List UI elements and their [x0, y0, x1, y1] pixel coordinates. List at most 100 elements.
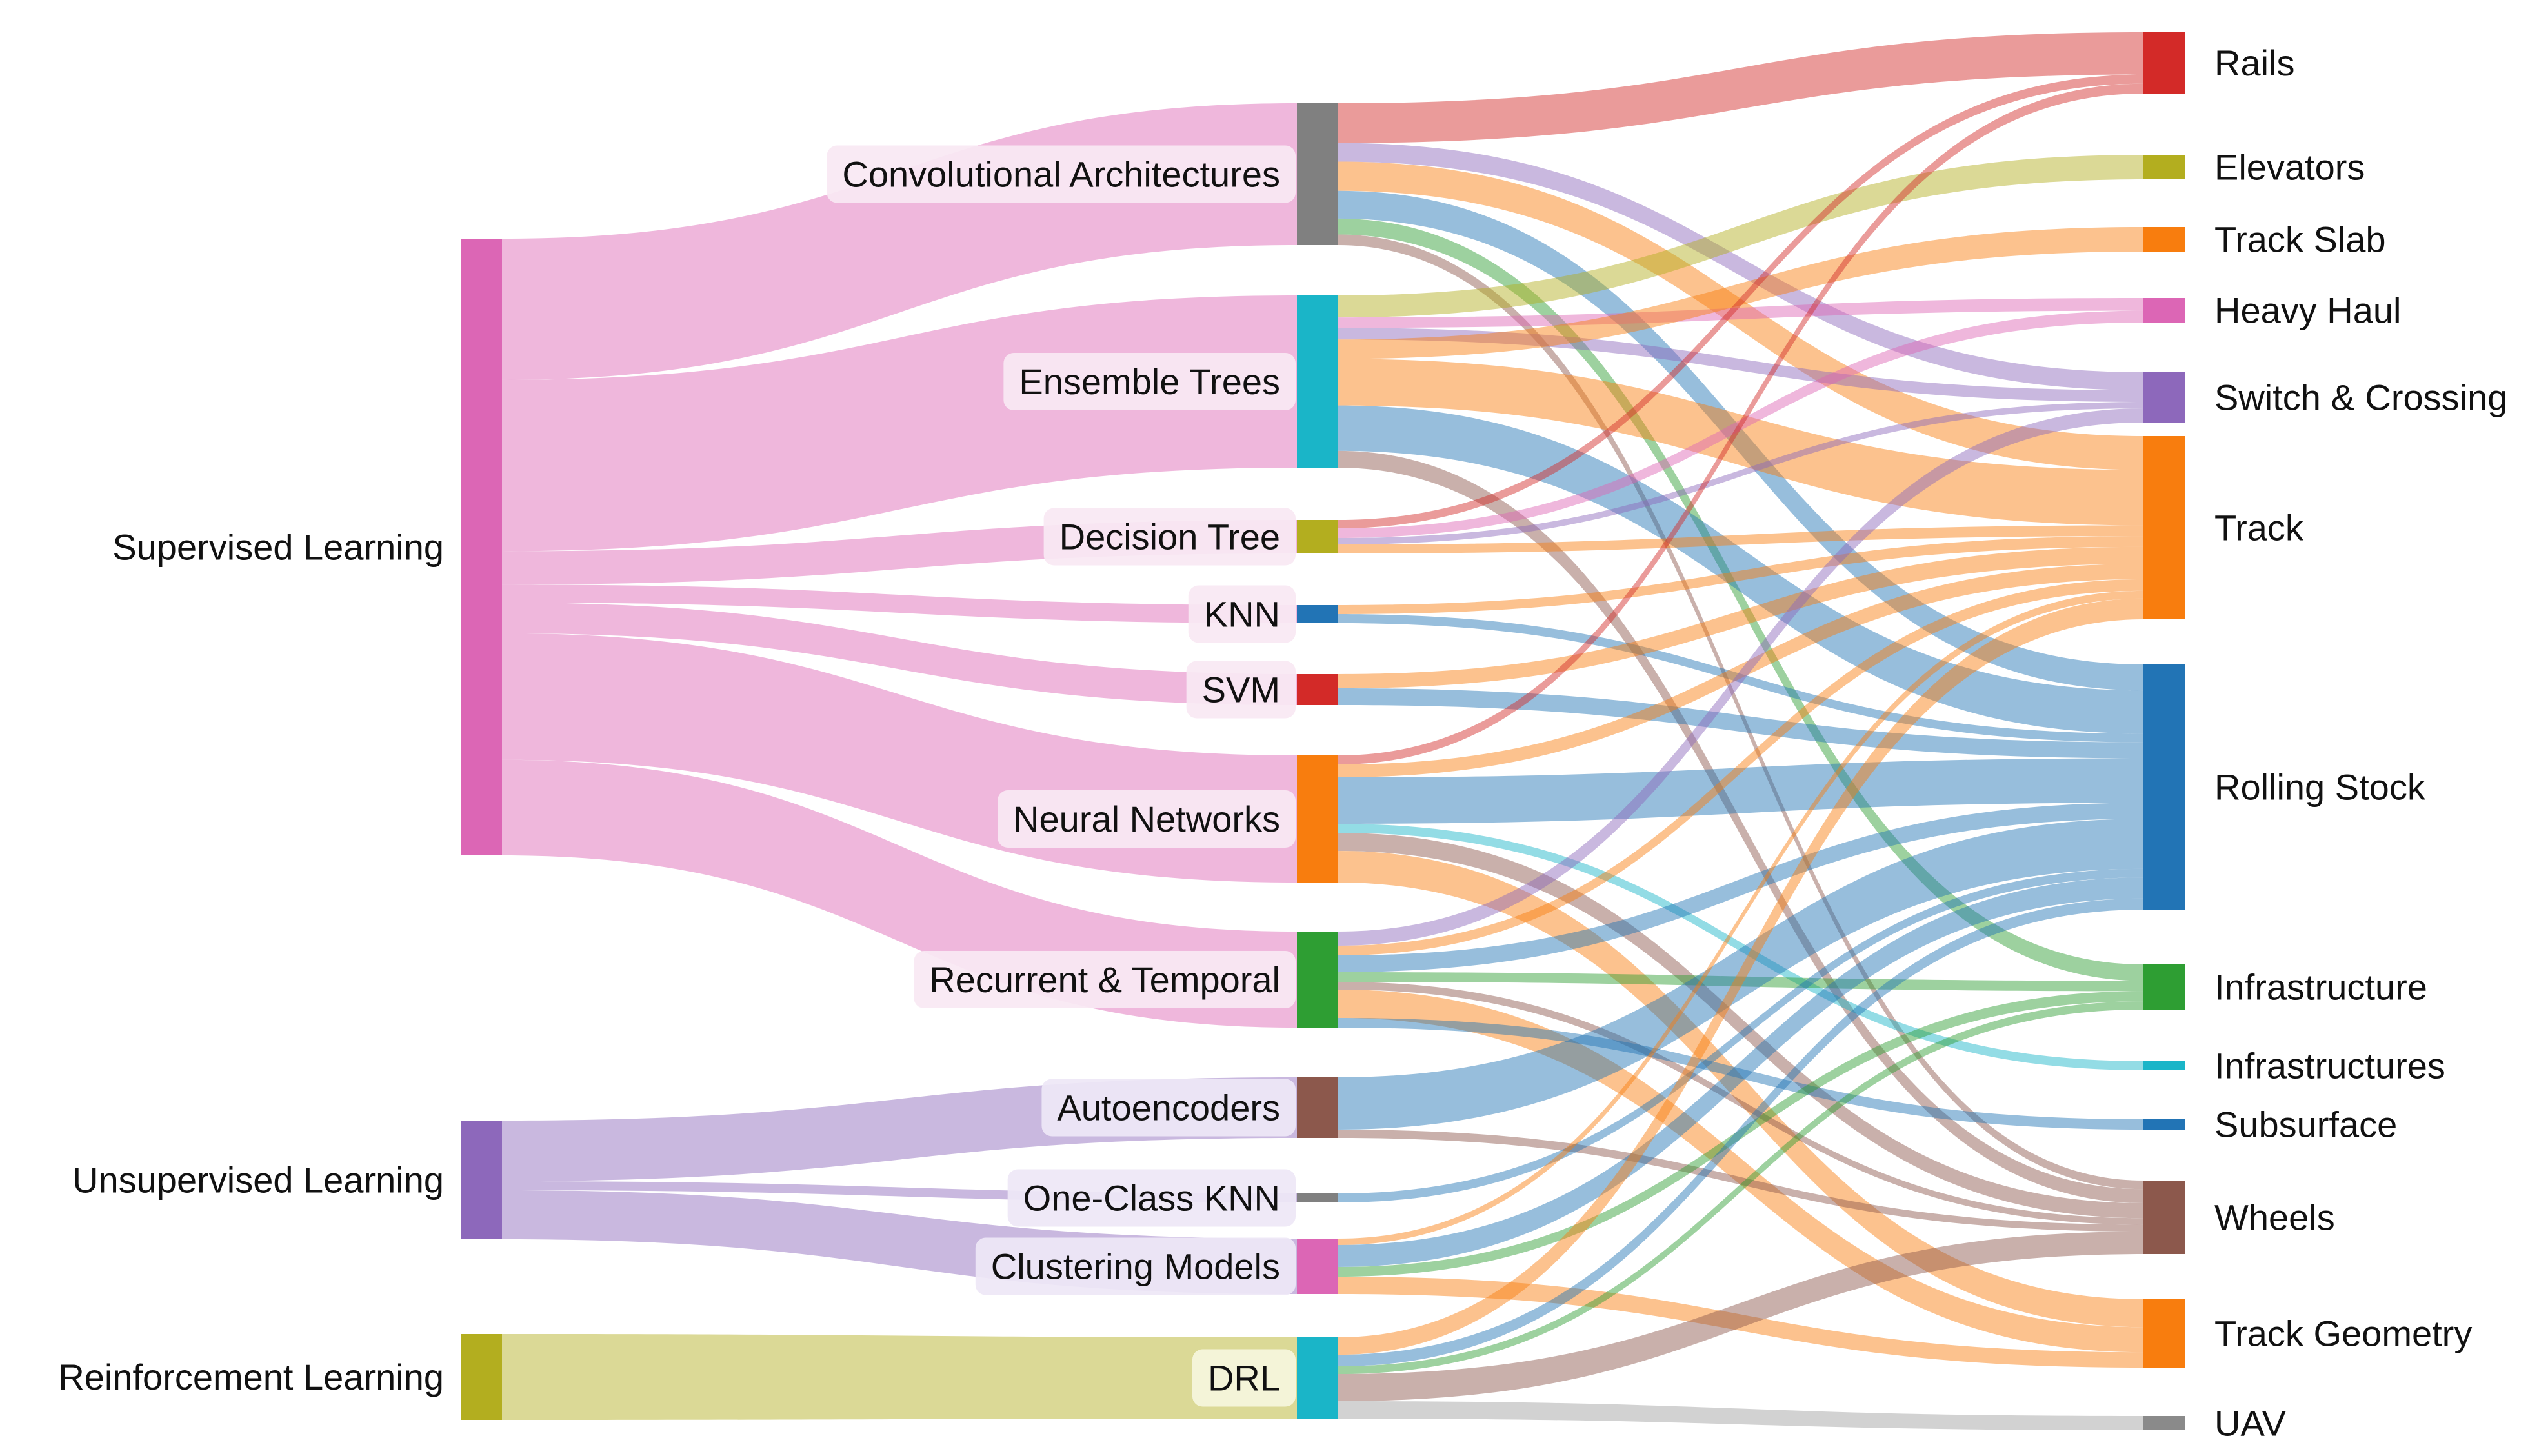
- node-infrastructure[interactable]: [2143, 964, 2185, 1010]
- node-rnt[interactable]: [1297, 932, 1338, 1028]
- node-clustering[interactable]: [1297, 1239, 1338, 1294]
- link-rnt-subsurface[interactable]: [1338, 1018, 2143, 1130]
- link-cnn-swc[interactable]: [1338, 143, 2143, 390]
- link-cnn-rollingstock[interactable]: [1338, 190, 2143, 691]
- link-ensemble-track[interactable]: [1338, 359, 2143, 526]
- node-dt[interactable]: [1297, 520, 1338, 553]
- link-nn-infrastructures[interactable]: [1338, 824, 2143, 1070]
- label-reinforcement: Reinforcement Learning: [58, 1357, 444, 1397]
- node-track[interactable]: [2143, 436, 2185, 619]
- link-reinforcement-drl[interactable]: [502, 1334, 1297, 1420]
- label-bg-nn: [998, 790, 1296, 848]
- link-drl-wheels[interactable]: [1338, 1232, 2143, 1401]
- node-wheels[interactable]: [2143, 1181, 2185, 1254]
- link-ensemble-rollingstock[interactable]: [1338, 405, 2143, 734]
- node-heavyhaul[interactable]: [2143, 298, 2185, 323]
- node-trackgeometry[interactable]: [2143, 1299, 2185, 1368]
- label-drl: DRL: [1208, 1358, 1280, 1399]
- link-clustering-trackgeometry[interactable]: [1338, 1277, 2143, 1368]
- node-svm[interactable]: [1297, 674, 1338, 705]
- label-subsurface: Subsurface: [2214, 1104, 2397, 1145]
- node-infrastructures[interactable]: [2143, 1061, 2185, 1070]
- node-swc[interactable]: [2143, 372, 2185, 423]
- node-reinforcement[interactable]: [461, 1334, 502, 1420]
- label-unsupervised: Unsupervised Learning: [72, 1160, 444, 1201]
- label-trackgeometry: Track Geometry: [2214, 1313, 2472, 1354]
- link-supervised-svm[interactable]: [502, 603, 1297, 705]
- link-ensemble-elevators[interactable]: [1338, 155, 2143, 318]
- link-ae-rollingstock[interactable]: [1338, 819, 2143, 1130]
- link-clustering-rollingstock[interactable]: [1338, 877, 2143, 1267]
- link-svm-track[interactable]: [1338, 546, 2143, 688]
- link-cnn-wheels[interactable]: [1338, 234, 2143, 1190]
- node-ae[interactable]: [1297, 1077, 1338, 1138]
- link-knn-track[interactable]: [1338, 536, 2143, 614]
- node-uav[interactable]: [2143, 1416, 2185, 1430]
- label-bg-clustering: [975, 1237, 1296, 1295]
- node-rollingstock[interactable]: [2143, 664, 2185, 910]
- link-dt-rails[interactable]: [1338, 74, 2143, 529]
- label-bg-svm: [1186, 661, 1296, 719]
- link-nn-trackgeometry[interactable]: [1338, 851, 2143, 1328]
- link-ocknn-rollingstock[interactable]: [1338, 868, 2143, 1202]
- link-svm-rollingstock[interactable]: [1338, 688, 2143, 759]
- label-trackslab: Track Slab: [2214, 219, 2386, 260]
- link-clustering-track[interactable]: [1338, 590, 2143, 1245]
- link-clustering-infrastructure[interactable]: [1338, 991, 2143, 1277]
- label-svm: SVM: [1202, 670, 1280, 710]
- label-wheels: Wheels: [2214, 1197, 2335, 1238]
- node-nn[interactable]: [1297, 755, 1338, 883]
- label-ae: Autoencoders: [1057, 1088, 1280, 1128]
- link-rnt-rollingstock[interactable]: [1338, 803, 2143, 972]
- link-nn-track[interactable]: [1338, 564, 2143, 777]
- link-drl-track[interactable]: [1338, 598, 2143, 1355]
- link-ensemble-swc[interactable]: [1338, 328, 2143, 402]
- node-rails[interactable]: [2143, 32, 2185, 94]
- node-knn[interactable]: [1297, 605, 1338, 623]
- label-heavyhaul: Heavy Haul: [2214, 290, 2401, 331]
- label-rails: Rails: [2214, 43, 2294, 83]
- link-dt-heavyhaul[interactable]: [1338, 310, 2143, 538]
- link-ensemble-heavyhaul[interactable]: [1338, 298, 2143, 328]
- link-rnt-infrastructure[interactable]: [1338, 972, 2143, 992]
- label-knn: KNN: [1204, 594, 1280, 635]
- link-cnn-rails[interactable]: [1338, 32, 2143, 143]
- node-supervised[interactable]: [461, 239, 502, 855]
- label-uav: UAV: [2214, 1403, 2287, 1444]
- link-rnt-trackgeometry[interactable]: [1338, 990, 2143, 1353]
- link-ae-wheels[interactable]: [1338, 1130, 2143, 1232]
- label-supervised: Supervised Learning: [112, 527, 444, 568]
- node-drl[interactable]: [1297, 1337, 1338, 1419]
- label-dt: Decision Tree: [1059, 517, 1280, 557]
- link-nn-wheels[interactable]: [1338, 833, 2143, 1219]
- link-cnn-track[interactable]: [1338, 161, 2143, 470]
- link-drl-rollingstock[interactable]: [1338, 898, 2143, 1366]
- label-bg-dt: [1043, 508, 1296, 566]
- label-track: Track: [2214, 508, 2304, 548]
- node-elevators[interactable]: [2143, 155, 2185, 179]
- node-cnn[interactable]: [1297, 103, 1338, 245]
- link-dt-track[interactable]: [1338, 525, 2143, 553]
- link-rnt-wheels[interactable]: [1338, 982, 2143, 1225]
- node-trackslab[interactable]: [2143, 227, 2185, 252]
- link-cnn-infrastructure[interactable]: [1338, 218, 2143, 981]
- link-nn-rollingstock[interactable]: [1338, 758, 2143, 824]
- label-elevators: Elevators: [2214, 147, 2365, 188]
- link-ensemble-wheels[interactable]: [1338, 450, 2143, 1203]
- label-infrastructures: Infrastructures: [2214, 1046, 2445, 1086]
- link-drl-infrastructure[interactable]: [1338, 1001, 2143, 1374]
- link-rnt-track[interactable]: [1338, 579, 2143, 955]
- link-ensemble-trackslab[interactable]: [1338, 227, 2143, 359]
- link-dt-swc[interactable]: [1338, 402, 2143, 544]
- node-ocknn[interactable]: [1297, 1193, 1338, 1202]
- link-rnt-swc[interactable]: [1338, 408, 2143, 946]
- link-knn-rollingstock[interactable]: [1338, 614, 2143, 743]
- link-drl-uav[interactable]: [1338, 1401, 2143, 1430]
- nodes-layer: [461, 32, 2185, 1430]
- node-unsupervised[interactable]: [461, 1121, 502, 1239]
- link-nn-rails[interactable]: [1338, 83, 2143, 764]
- node-ensemble[interactable]: [1297, 295, 1338, 468]
- node-subsurface[interactable]: [2143, 1119, 2185, 1130]
- link-supervised-knn[interactable]: [502, 584, 1297, 623]
